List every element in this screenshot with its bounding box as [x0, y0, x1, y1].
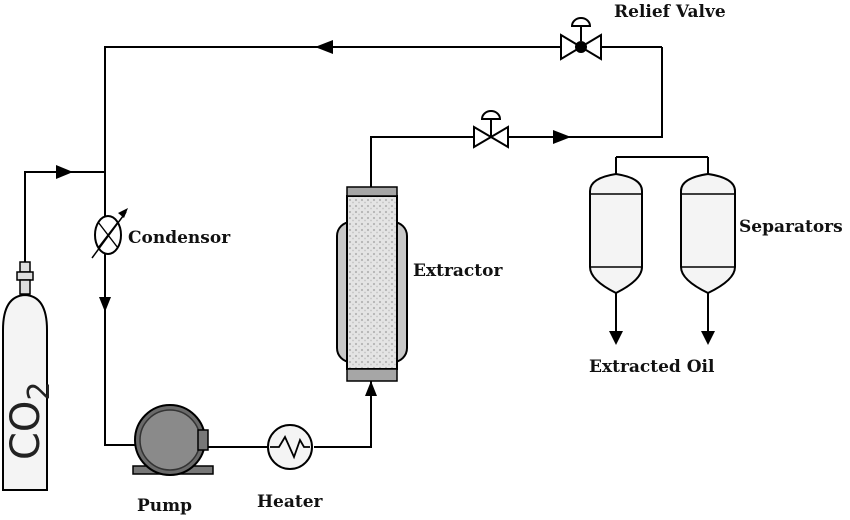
arrow-down-icon	[701, 331, 715, 345]
extractor-icon	[336, 186, 408, 382]
arrow-down-icon	[99, 297, 111, 312]
arrow-right-icon	[553, 130, 571, 144]
arrow-left-icon	[315, 40, 333, 54]
condensor-label: Condensor	[128, 228, 231, 248]
extracted-oil-label: Extracted Oil	[589, 357, 715, 377]
separator-right-icon	[680, 172, 736, 295]
arrow-right-icon	[56, 165, 73, 179]
extractor-outlet-line	[370, 47, 663, 187]
heater-icon	[267, 424, 313, 470]
relief-valve-label: Relief Valve	[614, 2, 726, 22]
co2-cylinder-icon	[2, 261, 48, 491]
arrow-down-icon	[609, 331, 623, 345]
pump-label: Pump	[137, 496, 192, 516]
condensor-icon	[91, 208, 128, 259]
extractor-label: Extractor	[413, 261, 503, 281]
co2-label: CO2	[3, 381, 57, 460]
heater-label: Heater	[257, 492, 324, 512]
relief-valve-icon	[560, 17, 602, 61]
separators-label: Separators	[739, 217, 843, 237]
flow-arrows	[56, 40, 715, 396]
separator-left-icon	[589, 172, 643, 295]
heater-to-extractor-line	[314, 381, 372, 448]
arrow-up-icon	[365, 381, 377, 396]
control-valve-icon	[473, 110, 509, 149]
pump-icon	[132, 404, 214, 476]
cylinder-feed-line	[24, 171, 105, 262]
